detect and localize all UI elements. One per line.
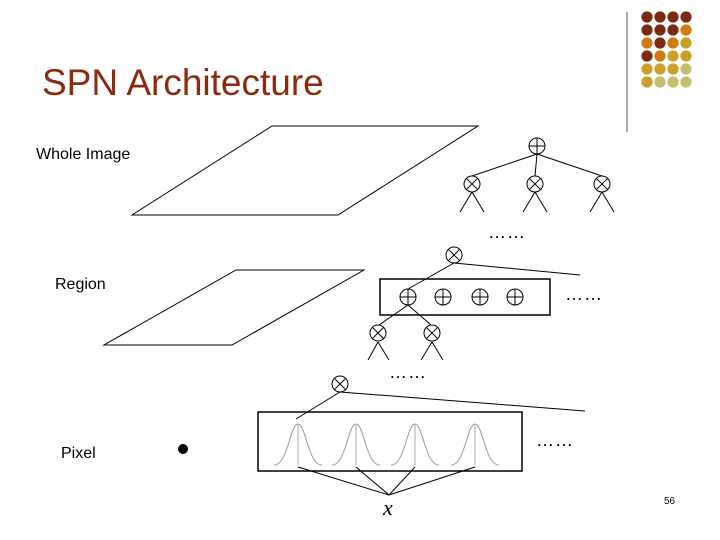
decoration-dot [654,63,666,75]
decoration-dot [641,76,653,88]
decoration-dot [680,50,692,62]
decoration-dot [680,11,692,23]
edge [471,191,485,213]
edge [534,153,538,177]
edge [367,341,379,361]
pixel-distribution-box [257,411,523,472]
decoration-dot [667,76,679,88]
product-node [331,375,349,393]
edge [388,466,476,496]
product-node [593,175,611,193]
edge [407,304,432,326]
decoration-dot [641,63,653,75]
decoration-dot [641,24,653,36]
decoration-dot [654,37,666,49]
gaussian-leaf [450,423,500,466]
region-sum-box [379,278,551,316]
slide-title: SPN Architecture [42,62,324,103]
product-node [445,246,463,264]
edge [297,466,390,496]
decoration-dot [641,37,653,49]
decoration-dot [667,24,679,36]
sum-node [471,288,489,306]
product-node [369,324,387,342]
product-node [526,175,544,193]
gaussian-leaf [390,423,440,466]
decoration-dot [641,11,653,23]
region-label: Region [55,276,106,293]
pixel-dot [178,444,188,454]
edge [522,191,536,213]
decoration-dot [680,24,692,36]
edge [471,153,538,177]
edge [378,304,409,326]
sum-node [434,288,452,306]
decoration-dot [654,24,666,36]
ellipsis-middle: …… [389,362,427,382]
edge [339,391,586,412]
edge [601,191,615,213]
edge [536,153,603,177]
gaussian-leaf [273,423,323,466]
decoration-dot [654,11,666,23]
gaussian-leaf [331,423,381,466]
pixel-label: Pixel [61,445,96,462]
decoration-dot [667,37,679,49]
sum-node [506,288,524,306]
decoration-dot [654,76,666,88]
edge [459,191,473,213]
sum-node [399,288,417,306]
input-variable-x: x [383,495,393,520]
edge [589,191,603,213]
product-node [423,324,441,342]
ellipsis-top: …… [488,222,526,242]
decoration-dot [680,63,692,75]
whole-image-parallelogram [130,125,480,216]
edge [377,341,390,361]
edge [407,262,455,290]
edge [388,466,416,496]
sum-node [528,137,546,155]
decoration-dot [654,50,666,62]
decoration-dot [641,50,653,62]
page-number: 56 [664,496,676,507]
edge [431,341,444,361]
decoration-dot [680,76,692,88]
decoration-dot [667,11,679,23]
region-parallelogram [102,269,366,346]
edge [295,391,341,420]
ellipsis-pixel: …… [536,430,574,450]
edge [534,191,548,213]
edge [453,262,581,276]
edge [355,466,390,496]
product-node [463,175,481,193]
edge [420,341,433,361]
ellipsis-region: …… [565,284,603,304]
decoration-dot [680,37,692,49]
decoration-dot [667,63,679,75]
decoration-dot [667,50,679,62]
whole-image-label: Whole Image [36,146,131,163]
